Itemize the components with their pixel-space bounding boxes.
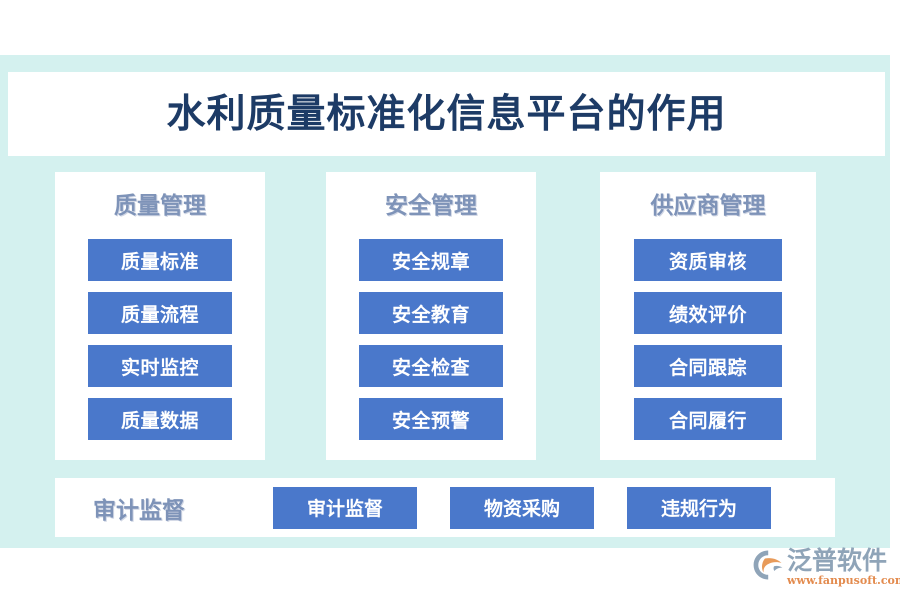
item-chip[interactable]: 安全教育 [359,292,503,334]
title-band: 水利质量标准化信息平台的作用 [8,72,885,156]
column-card-quality: 质量管理 质量标准 质量流程 实时监控 质量数据 [55,172,265,460]
bottom-bar: 审计监督 审计监督 物资采购 违规行为 [55,478,835,537]
item-chip[interactable]: 质量标准 [88,239,232,281]
item-chip[interactable]: 合同跟踪 [634,345,782,387]
column-card-supplier: 供应商管理 资质审核 绩效评价 合同跟踪 合同履行 [600,172,816,460]
bottom-chip[interactable]: 审计监督 [273,486,417,529]
bottom-bar-label: 审计监督 [93,496,185,524]
column-heading: 安全管理 [385,192,477,219]
logo-text-wrap: 泛普软件 www.fanpusoft.com [787,546,900,588]
page-title: 水利质量标准化信息平台的作用 [166,90,727,137]
item-chip[interactable]: 资质审核 [634,239,782,281]
item-list: 安全规章 安全教育 安全检查 安全预警 [326,239,536,451]
item-chip[interactable]: 质量数据 [88,398,232,440]
item-list: 资质审核 绩效评价 合同跟踪 合同履行 [600,239,816,451]
bottom-chip[interactable]: 违规行为 [627,486,771,529]
column-heading: 供应商管理 [650,192,766,219]
infographic-panel: 水利质量标准化信息平台的作用 质量管理 质量标准 质量流程 实时监控 质量数据 … [0,55,890,548]
item-chip[interactable]: 安全预警 [359,398,503,440]
item-chip[interactable]: 安全检查 [359,345,503,387]
item-chip[interactable]: 实时监控 [88,345,232,387]
logo-name: 泛普软件 [787,546,888,575]
columns-group: 质量管理 质量标准 质量流程 实时监控 质量数据 安全管理 安全规章 安全教育 … [55,172,835,460]
bottom-chip[interactable]: 物资采购 [450,486,594,529]
item-chip[interactable]: 质量流程 [88,292,232,334]
item-list: 质量标准 质量流程 实时监控 质量数据 [55,239,265,451]
item-chip[interactable]: 绩效评价 [634,292,782,334]
watermark: 泛普软件 www.fanpusoft.com [752,546,900,594]
fanpu-swoosh-logo-icon [753,550,783,580]
item-chip[interactable]: 安全规章 [359,239,503,281]
column-heading: 质量管理 [114,192,206,219]
logo-url: www.fanpusoft.com [787,574,900,588]
item-chip[interactable]: 合同履行 [634,398,782,440]
column-card-safety: 安全管理 安全规章 安全教育 安全检查 安全预警 [326,172,536,460]
